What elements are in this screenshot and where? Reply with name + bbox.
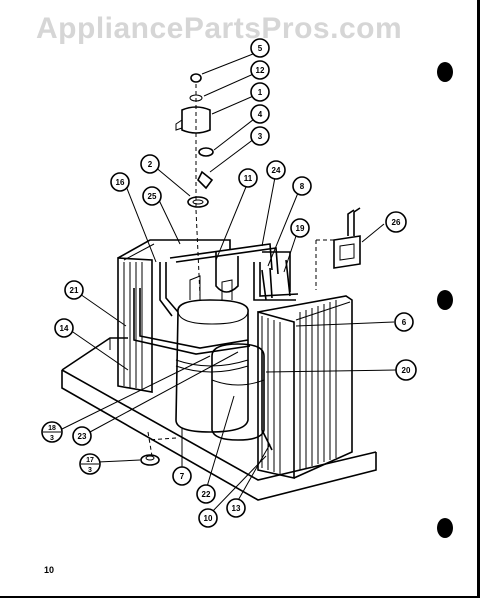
callout-26: 26: [385, 211, 407, 233]
binder-hole-middle: [437, 290, 453, 310]
svg-text:11: 11: [244, 174, 253, 183]
svg-text:21: 21: [70, 286, 79, 295]
callout-7: 7: [172, 466, 192, 486]
evaporator-coil: [117, 239, 231, 393]
gasket-ring-part: [187, 196, 209, 208]
svg-text:23: 23: [78, 432, 87, 441]
callout-22: 22: [196, 484, 216, 504]
svg-text:22: 22: [202, 490, 211, 499]
callout-18-3: 18 3: [41, 421, 63, 443]
svg-text:7: 7: [180, 472, 185, 481]
callout-24: 24: [266, 160, 286, 180]
svg-text:1: 1: [258, 88, 263, 97]
callout-6: 6: [394, 312, 414, 332]
callout-8: 8: [292, 176, 312, 196]
binder-hole-top: [437, 62, 453, 82]
callout-23: 23: [72, 426, 92, 446]
solenoid-coil-part: [181, 106, 211, 134]
svg-text:25: 25: [148, 192, 157, 201]
svg-text:14: 14: [60, 324, 69, 333]
svg-text:17: 17: [86, 457, 94, 464]
page-number: 10: [44, 565, 55, 575]
svg-text:16: 16: [116, 178, 125, 187]
relay-component: [333, 207, 361, 269]
watermark: AppliancePartsPros.com: [36, 12, 403, 45]
binder-hole-bottom: [437, 518, 453, 538]
svg-text:6: 6: [402, 318, 407, 327]
callout-17-3: 17 3: [79, 453, 101, 475]
nut-part: [190, 73, 202, 83]
callout-14: 14: [54, 318, 74, 338]
callout-13: 13: [226, 498, 246, 518]
svg-text:8: 8: [300, 182, 305, 191]
callout-21: 21: [64, 280, 84, 300]
svg-text:3: 3: [88, 467, 92, 474]
callout-25: 25: [142, 186, 162, 206]
svg-text:5: 5: [258, 44, 263, 53]
svg-text:20: 20: [402, 366, 411, 375]
svg-text:3: 3: [258, 132, 263, 141]
svg-text:3: 3: [50, 435, 54, 442]
svg-text:24: 24: [272, 166, 281, 175]
base-pan: [61, 337, 377, 501]
capillary-assembly: [261, 259, 291, 301]
receiver-tank: [211, 343, 265, 441]
svg-text:10: 10: [204, 514, 213, 523]
callout-20: 20: [395, 359, 417, 381]
callout-10: 10: [198, 508, 218, 528]
callout-2: 2: [140, 154, 160, 174]
svg-text:2: 2: [148, 160, 153, 169]
callout-5: 5: [250, 38, 270, 58]
valve-stem-part: [197, 170, 214, 190]
callout-3: 3: [250, 126, 270, 146]
callout-12: 12: [250, 60, 270, 80]
svg-text:18: 18: [48, 425, 56, 432]
grommet-part: [140, 454, 160, 466]
svg-text:26: 26: [392, 218, 401, 227]
valve-coil-assembly: [175, 73, 214, 208]
svg-text:4: 4: [258, 110, 263, 119]
callout-16: 16: [110, 172, 130, 192]
callout-4: 4: [250, 104, 270, 124]
callout-11: 11: [238, 168, 258, 188]
assembly-guide-lines: [147, 84, 334, 457]
svg-text:13: 13: [232, 504, 241, 513]
refrigerant-tubing: [133, 243, 299, 451]
callout-19: 19: [290, 218, 310, 238]
coil-bracket-part: [198, 147, 214, 157]
callout-1: 1: [250, 82, 270, 102]
condenser-coil: [257, 295, 353, 479]
leader-lines: [59, 51, 397, 515]
svg-text:12: 12: [256, 66, 265, 75]
svg-text:19: 19: [296, 224, 305, 233]
